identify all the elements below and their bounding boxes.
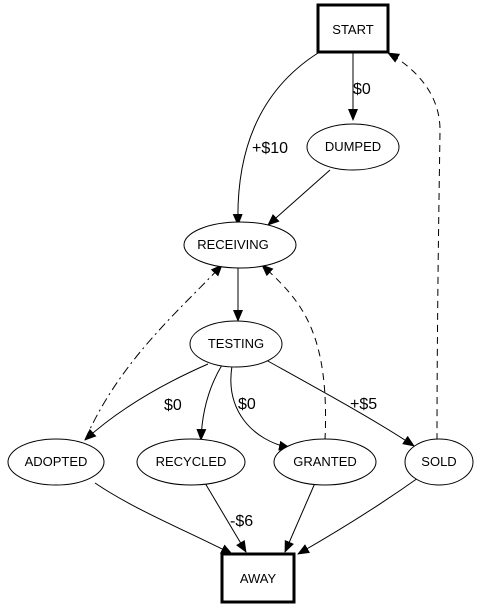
node-granted: GRANTED bbox=[273, 438, 377, 486]
node-sold-label: SOLD bbox=[421, 454, 456, 469]
node-receiving: RECEIVING bbox=[183, 221, 297, 269]
node-recycled-label: RECYCLED bbox=[156, 454, 227, 469]
node-dumped-label: DUMPED bbox=[325, 139, 381, 154]
node-adopted: ADOPTED bbox=[7, 438, 105, 486]
edge-granted-receiving bbox=[261, 264, 327, 441]
node-receiving-label: RECEIVING bbox=[197, 237, 269, 252]
node-start-label: START bbox=[332, 22, 373, 37]
edge-dumped-receiving bbox=[267, 169, 331, 226]
edge-sold-away bbox=[297, 477, 419, 555]
node-granted-label: GRANTED bbox=[293, 454, 357, 469]
edge-testing-sold bbox=[265, 359, 415, 447]
edge-testing-adopted bbox=[84, 363, 209, 441]
edge-adopted-receiving bbox=[84, 264, 223, 441]
label-recycled-away: -$6 bbox=[230, 513, 253, 530]
label-testing-sold: +$5 bbox=[350, 396, 377, 413]
label-start-dumped: $0 bbox=[353, 81, 371, 98]
node-away-label: AWAY bbox=[240, 571, 277, 586]
edge-testing-recycled bbox=[196, 364, 223, 441]
edge-testing-granted bbox=[230, 365, 291, 451]
node-dumped: DUMPED bbox=[306, 123, 400, 171]
node-start: START bbox=[316, 3, 390, 54]
node-testing: TESTING bbox=[189, 320, 283, 368]
label-testing-adopted: $0 bbox=[164, 397, 182, 414]
edge-sold-start bbox=[387, 52, 441, 441]
node-sold: SOLD bbox=[404, 438, 474, 486]
edge-start-receiving bbox=[232, 52, 319, 226]
node-testing-label: TESTING bbox=[208, 336, 264, 351]
node-adopted-label: ADOPTED bbox=[25, 454, 88, 469]
label-testing-granted: $0 bbox=[238, 396, 256, 413]
edge-granted-away bbox=[284, 482, 316, 553]
label-start-receiving: +$10 bbox=[252, 140, 288, 157]
edge-recycled-away bbox=[204, 482, 247, 553]
edge-adopted-away bbox=[94, 482, 233, 555]
node-recycled: RECYCLED bbox=[136, 438, 246, 486]
node-away: AWAY bbox=[220, 552, 296, 604]
